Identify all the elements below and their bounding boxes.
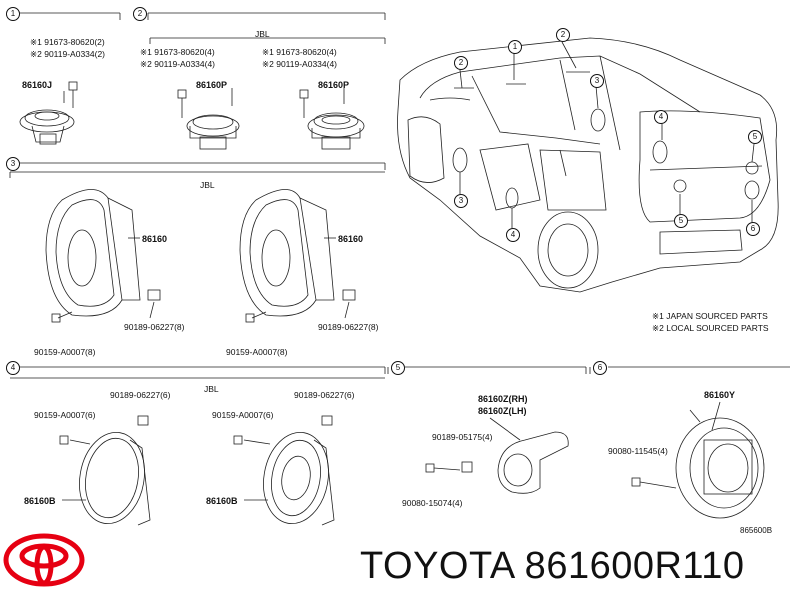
section-4-tag: JBL <box>204 384 219 394</box>
vehicle-callout: 2 <box>454 56 468 70</box>
s3-right-clip: 90189-06227(8) <box>318 322 379 332</box>
section-number-3: 3 <box>6 157 20 171</box>
s4-left-clip: 90189-06227(6) <box>110 390 171 400</box>
drawing-code: 865600B <box>740 526 773 535</box>
woofer-86160y-drawing <box>631 409 765 519</box>
s4-right-screw: 90159-A0007(6) <box>212 410 274 420</box>
vehicle-callout: 4 <box>506 228 520 242</box>
s2-right-note-2: ※2 90119-A0334(4) <box>262 59 338 69</box>
s5-screw: 90080-15074(4) <box>402 498 463 508</box>
bracket-86160z-drawing <box>425 431 569 494</box>
section-number-2: 2 <box>133 7 147 21</box>
legend-japan-sourced: ※1 JAPAN SOURCED PARTS <box>652 311 768 321</box>
section-number-5: 5 <box>391 361 405 375</box>
s1-note-2: ※2 90119-A0334(2) <box>30 49 106 59</box>
door-speaker-86160-left-drawing <box>45 189 161 323</box>
s5-part-lh: 86160Z(LH) <box>478 406 527 416</box>
s4-right-part-number: 86160B <box>206 496 238 506</box>
s1-note-1: ※1 91673-80620(2) <box>30 37 105 47</box>
s2-left-note-2: ※2 90119-A0334(4) <box>140 59 216 69</box>
vehicle-callout: 1 <box>508 40 522 54</box>
door-speaker-86160-right-drawing <box>239 189 356 323</box>
s6-screw: 90080-11545(4) <box>608 446 668 456</box>
speaker-86160b-left-drawing <box>59 415 151 526</box>
s3-left-screw: 90159-A0007(8) <box>34 347 96 357</box>
section-3-tag: JBL <box>200 180 215 190</box>
vehicle-drawing <box>397 37 779 293</box>
vehicle-callout: 5 <box>674 214 688 228</box>
s3-left-clip: 90189-06227(8) <box>124 322 185 332</box>
s5-part-rh: 86160Z(RH) <box>478 394 528 404</box>
toyota-logo <box>3 533 85 587</box>
vehicle-callout: 5 <box>748 130 762 144</box>
s3-right-part-number: 86160 <box>338 234 364 244</box>
s4-left-part-number: 86160B <box>24 496 56 506</box>
speaker-86160b-right-drawing <box>233 415 335 526</box>
s2-left-note-1: ※1 91673-80620(4) <box>140 47 215 57</box>
s4-left-screw: 90159-A0007(6) <box>34 410 96 420</box>
s5-clip: 90189-05175(4) <box>432 432 493 442</box>
section-2-tag: JBL <box>255 29 270 39</box>
vehicle-callout: 3 <box>590 74 604 88</box>
vehicle-callout: 4 <box>654 110 668 124</box>
tweeter-86160p-left-drawing <box>177 89 240 150</box>
brand-part-caption: TOYOTA 861600R110 <box>360 545 745 587</box>
vehicle-callout: 3 <box>454 194 468 208</box>
s2-right-part-number: 86160P <box>318 80 350 90</box>
section-number-4: 4 <box>6 361 20 375</box>
tweeter-86160p-right-drawing <box>299 89 365 150</box>
section-dividers <box>9 12 790 379</box>
section-number-1: 1 <box>6 7 20 21</box>
legend-local-sourced: ※2 LOCAL SOURCED PARTS <box>652 323 769 333</box>
s3-left-part-number: 86160 <box>142 234 168 244</box>
tweeter-86160j-drawing <box>19 81 78 145</box>
vehicle-callout: 2 <box>556 28 570 42</box>
s4-right-clip: 90189-06227(6) <box>294 390 355 400</box>
s2-right-note-1: ※1 91673-80620(4) <box>262 47 337 57</box>
section-number-6: 6 <box>593 361 607 375</box>
vehicle-callout: 6 <box>746 222 760 236</box>
s2-left-part-number: 86160P <box>196 80 228 90</box>
s1-part-number: 86160J <box>22 80 53 90</box>
leader-lines <box>62 88 721 501</box>
s3-right-screw: 90159-A0007(8) <box>226 347 288 357</box>
s6-part-number: 86160Y <box>704 390 736 400</box>
